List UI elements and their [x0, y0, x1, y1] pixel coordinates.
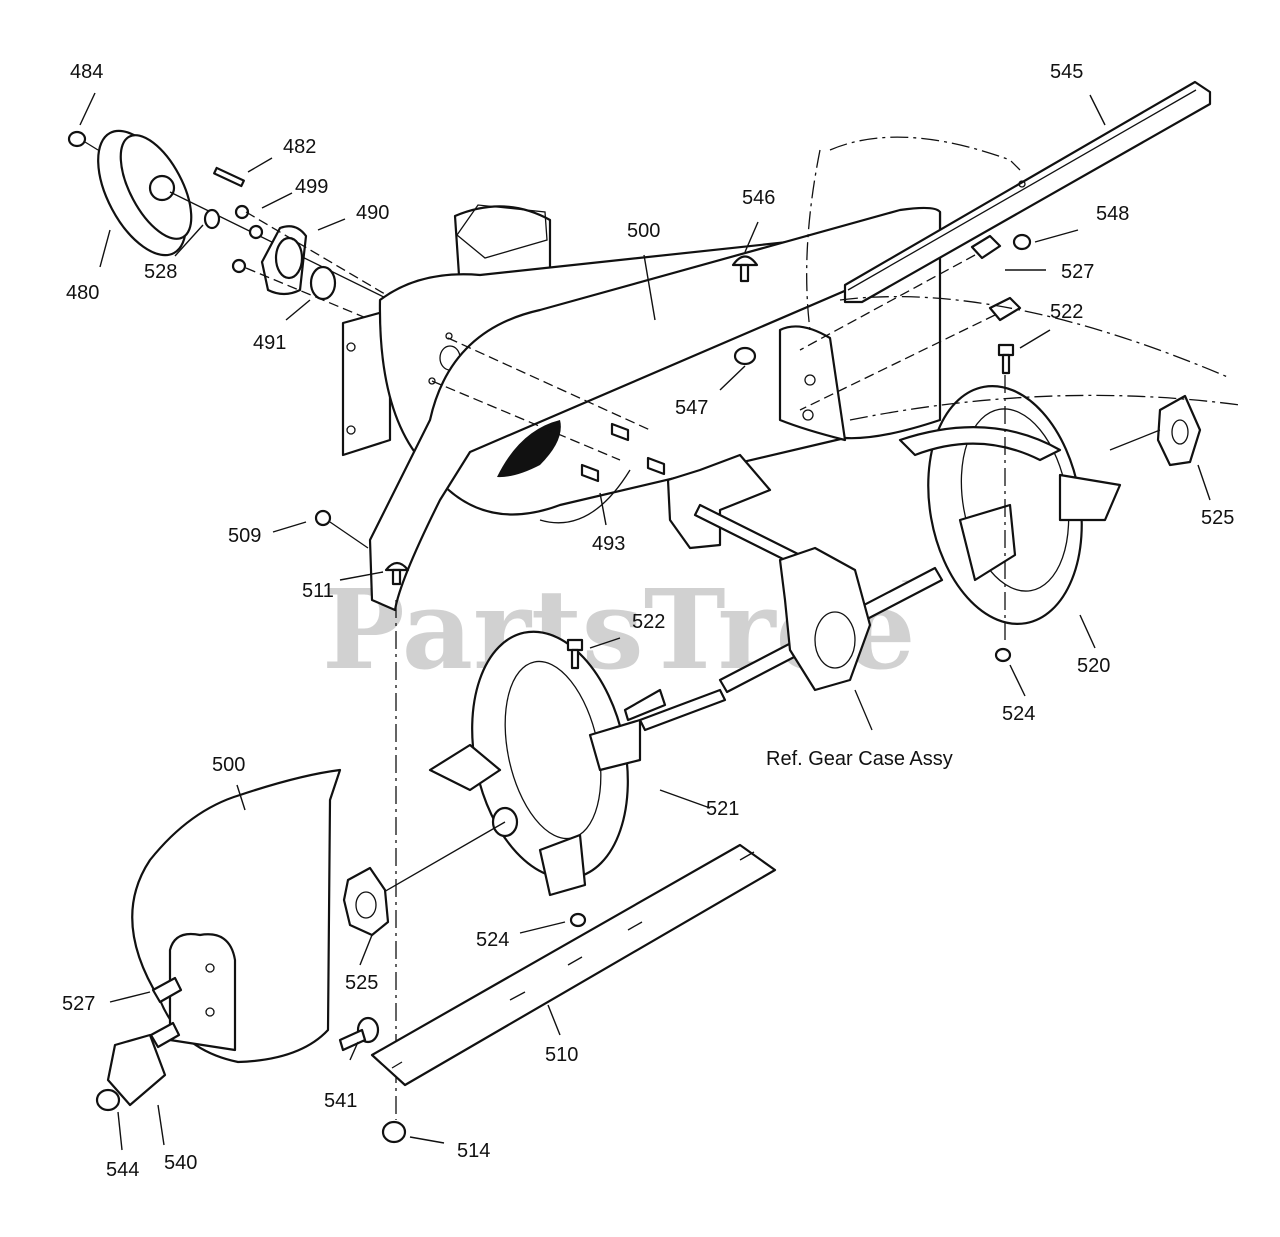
callout-510: 510 [545, 1044, 578, 1066]
callout-527-lower: 527 [62, 993, 95, 1015]
nut-499 [234, 204, 250, 220]
callout-525-right: 525 [1201, 507, 1234, 529]
callout-545: 545 [1050, 61, 1083, 83]
nut-548 [1012, 233, 1032, 251]
callout-540: 540 [164, 1152, 197, 1174]
key-482 [213, 166, 245, 188]
bolt-527 [970, 234, 1002, 260]
callout-546: 546 [742, 187, 775, 209]
callout-480: 480 [66, 282, 99, 304]
callout-522-lower: 522 [632, 611, 665, 633]
callout-527-top: 527 [1061, 261, 1094, 283]
washer-547 [733, 346, 757, 366]
bearing-525-lower [342, 866, 390, 937]
impeller [666, 453, 772, 550]
callout-521: 521 [706, 798, 739, 820]
bolt-522 [997, 343, 1015, 357]
callout-524-lower: 524 [476, 929, 509, 951]
callout-511: 511 [302, 580, 334, 602]
nut-514 [381, 1120, 407, 1144]
reference-label: Ref. Gear Case Assy [766, 748, 953, 770]
bolt-527-lower [151, 976, 183, 1004]
screw-509 [314, 509, 332, 527]
nut-484 [67, 130, 87, 148]
callout-493: 493 [592, 533, 625, 555]
bearing-491 [309, 265, 337, 301]
callout-482: 482 [283, 136, 316, 158]
callout-520: 520 [1077, 655, 1110, 677]
carriage-bolt-546 [731, 255, 759, 267]
bearing-525-right [1156, 394, 1202, 467]
hardware-group [314, 233, 1032, 1120]
callout-499: 499 [295, 176, 328, 198]
leader-lines [79, 92, 1211, 1151]
bolt-522-lower [566, 638, 584, 652]
callout-548: 548 [1096, 203, 1129, 225]
gear-case [778, 546, 872, 692]
callout-491: 491 [253, 332, 286, 354]
callout-labels: 484 482 499 490 480 528 491 500 546 545 … [62, 61, 1234, 1181]
callout-509: 509 [228, 525, 261, 547]
skid-540 [106, 1033, 167, 1107]
callout-544: 544 [106, 1159, 139, 1181]
callout-525-lower: 525 [345, 972, 378, 994]
callout-528: 528 [144, 261, 177, 283]
auger-assembly [666, 296, 1241, 731]
housing-opening [497, 420, 561, 478]
callout-514: 514 [457, 1140, 490, 1162]
callout-490: 490 [356, 202, 389, 224]
nut-524-lower [569, 912, 587, 928]
callout-547: 547 [675, 397, 708, 419]
callout-522-top: 522 [1050, 301, 1083, 323]
callout-500-top: 500 [627, 220, 660, 242]
callout-541: 541 [324, 1090, 357, 1112]
washer-528 [203, 208, 221, 230]
pulley-group [67, 129, 401, 331]
callout-484: 484 [70, 61, 103, 83]
scraper-bar-510 [370, 843, 777, 1144]
carriage-bolt-511 [384, 561, 410, 572]
nut-544 [95, 1088, 121, 1112]
bolt-493 [610, 422, 630, 442]
callout-524-right: 524 [1002, 703, 1035, 725]
nut-524-right [994, 647, 1012, 663]
bar-545 [843, 80, 1212, 304]
auger-housing-500 [341, 136, 1021, 612]
side-cover-500 [95, 768, 390, 1112]
callout-500-lower: 500 [212, 754, 245, 776]
auger-521 [369, 630, 727, 928]
